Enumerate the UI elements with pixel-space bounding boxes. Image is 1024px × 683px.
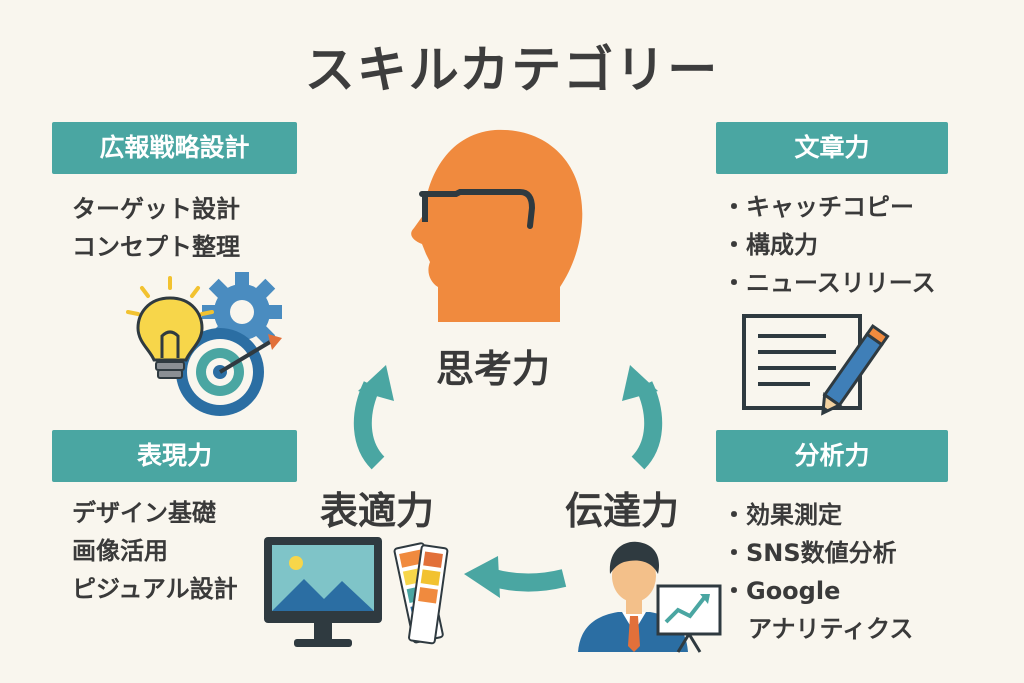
list-item: ・構成力 xyxy=(722,231,818,259)
cycle-label-left: 表適力 xyxy=(320,489,435,533)
category-banner-strategy: 広報戦略設計 xyxy=(52,122,297,174)
list-item: 画像活用 xyxy=(72,537,168,565)
list-item: ・Google xyxy=(722,577,841,605)
list-item: デザイン基礎 xyxy=(72,499,216,527)
list-item: ・効果測定 xyxy=(722,501,842,529)
center-label: 思考力 xyxy=(436,347,551,391)
cycle-label-right: 伝達力 xyxy=(565,489,680,533)
list-item: ・SNS数値分析 xyxy=(722,539,897,567)
cycle-arrow-icon xyxy=(622,365,663,470)
page-title: スキルカテゴリー xyxy=(304,41,720,99)
head-icon xyxy=(411,129,583,322)
monitor-palette-icon xyxy=(264,537,449,647)
list-item: ピジュアル設計 xyxy=(72,575,238,603)
category-list-expression: デザイン基礎 画像活用 ピジュアル設計 xyxy=(72,494,238,608)
list-item: ・ニュースリリース xyxy=(722,269,936,297)
list-item: コンセプト整理 xyxy=(72,233,240,261)
document-pencil-icon xyxy=(742,314,890,416)
category-banner-writing: 文章力 xyxy=(716,122,948,174)
list-item: ターゲット設計 xyxy=(72,195,240,223)
category-banner-analysis: 分析力 xyxy=(716,430,948,482)
category-list-strategy: ターゲット設計 コンセプト整理 xyxy=(72,190,240,266)
cycle-arrow-icon xyxy=(353,365,394,470)
category-list-analysis: ・効果測定 ・SNS数値分析 ・Google アナリティクス xyxy=(722,496,913,648)
presenter-chart-icon xyxy=(578,541,722,653)
list-item: アナリティクス xyxy=(748,615,914,643)
cycle-arrow-icon xyxy=(464,556,567,598)
category-list-writing: ・キャッチコピー ・構成力 ・ニュースリリース xyxy=(722,188,936,302)
category-banner-expression: 表現力 xyxy=(52,430,297,482)
list-item: ・キャッチコピー xyxy=(722,193,914,221)
lightbulb-target-gear-icon xyxy=(126,272,282,416)
